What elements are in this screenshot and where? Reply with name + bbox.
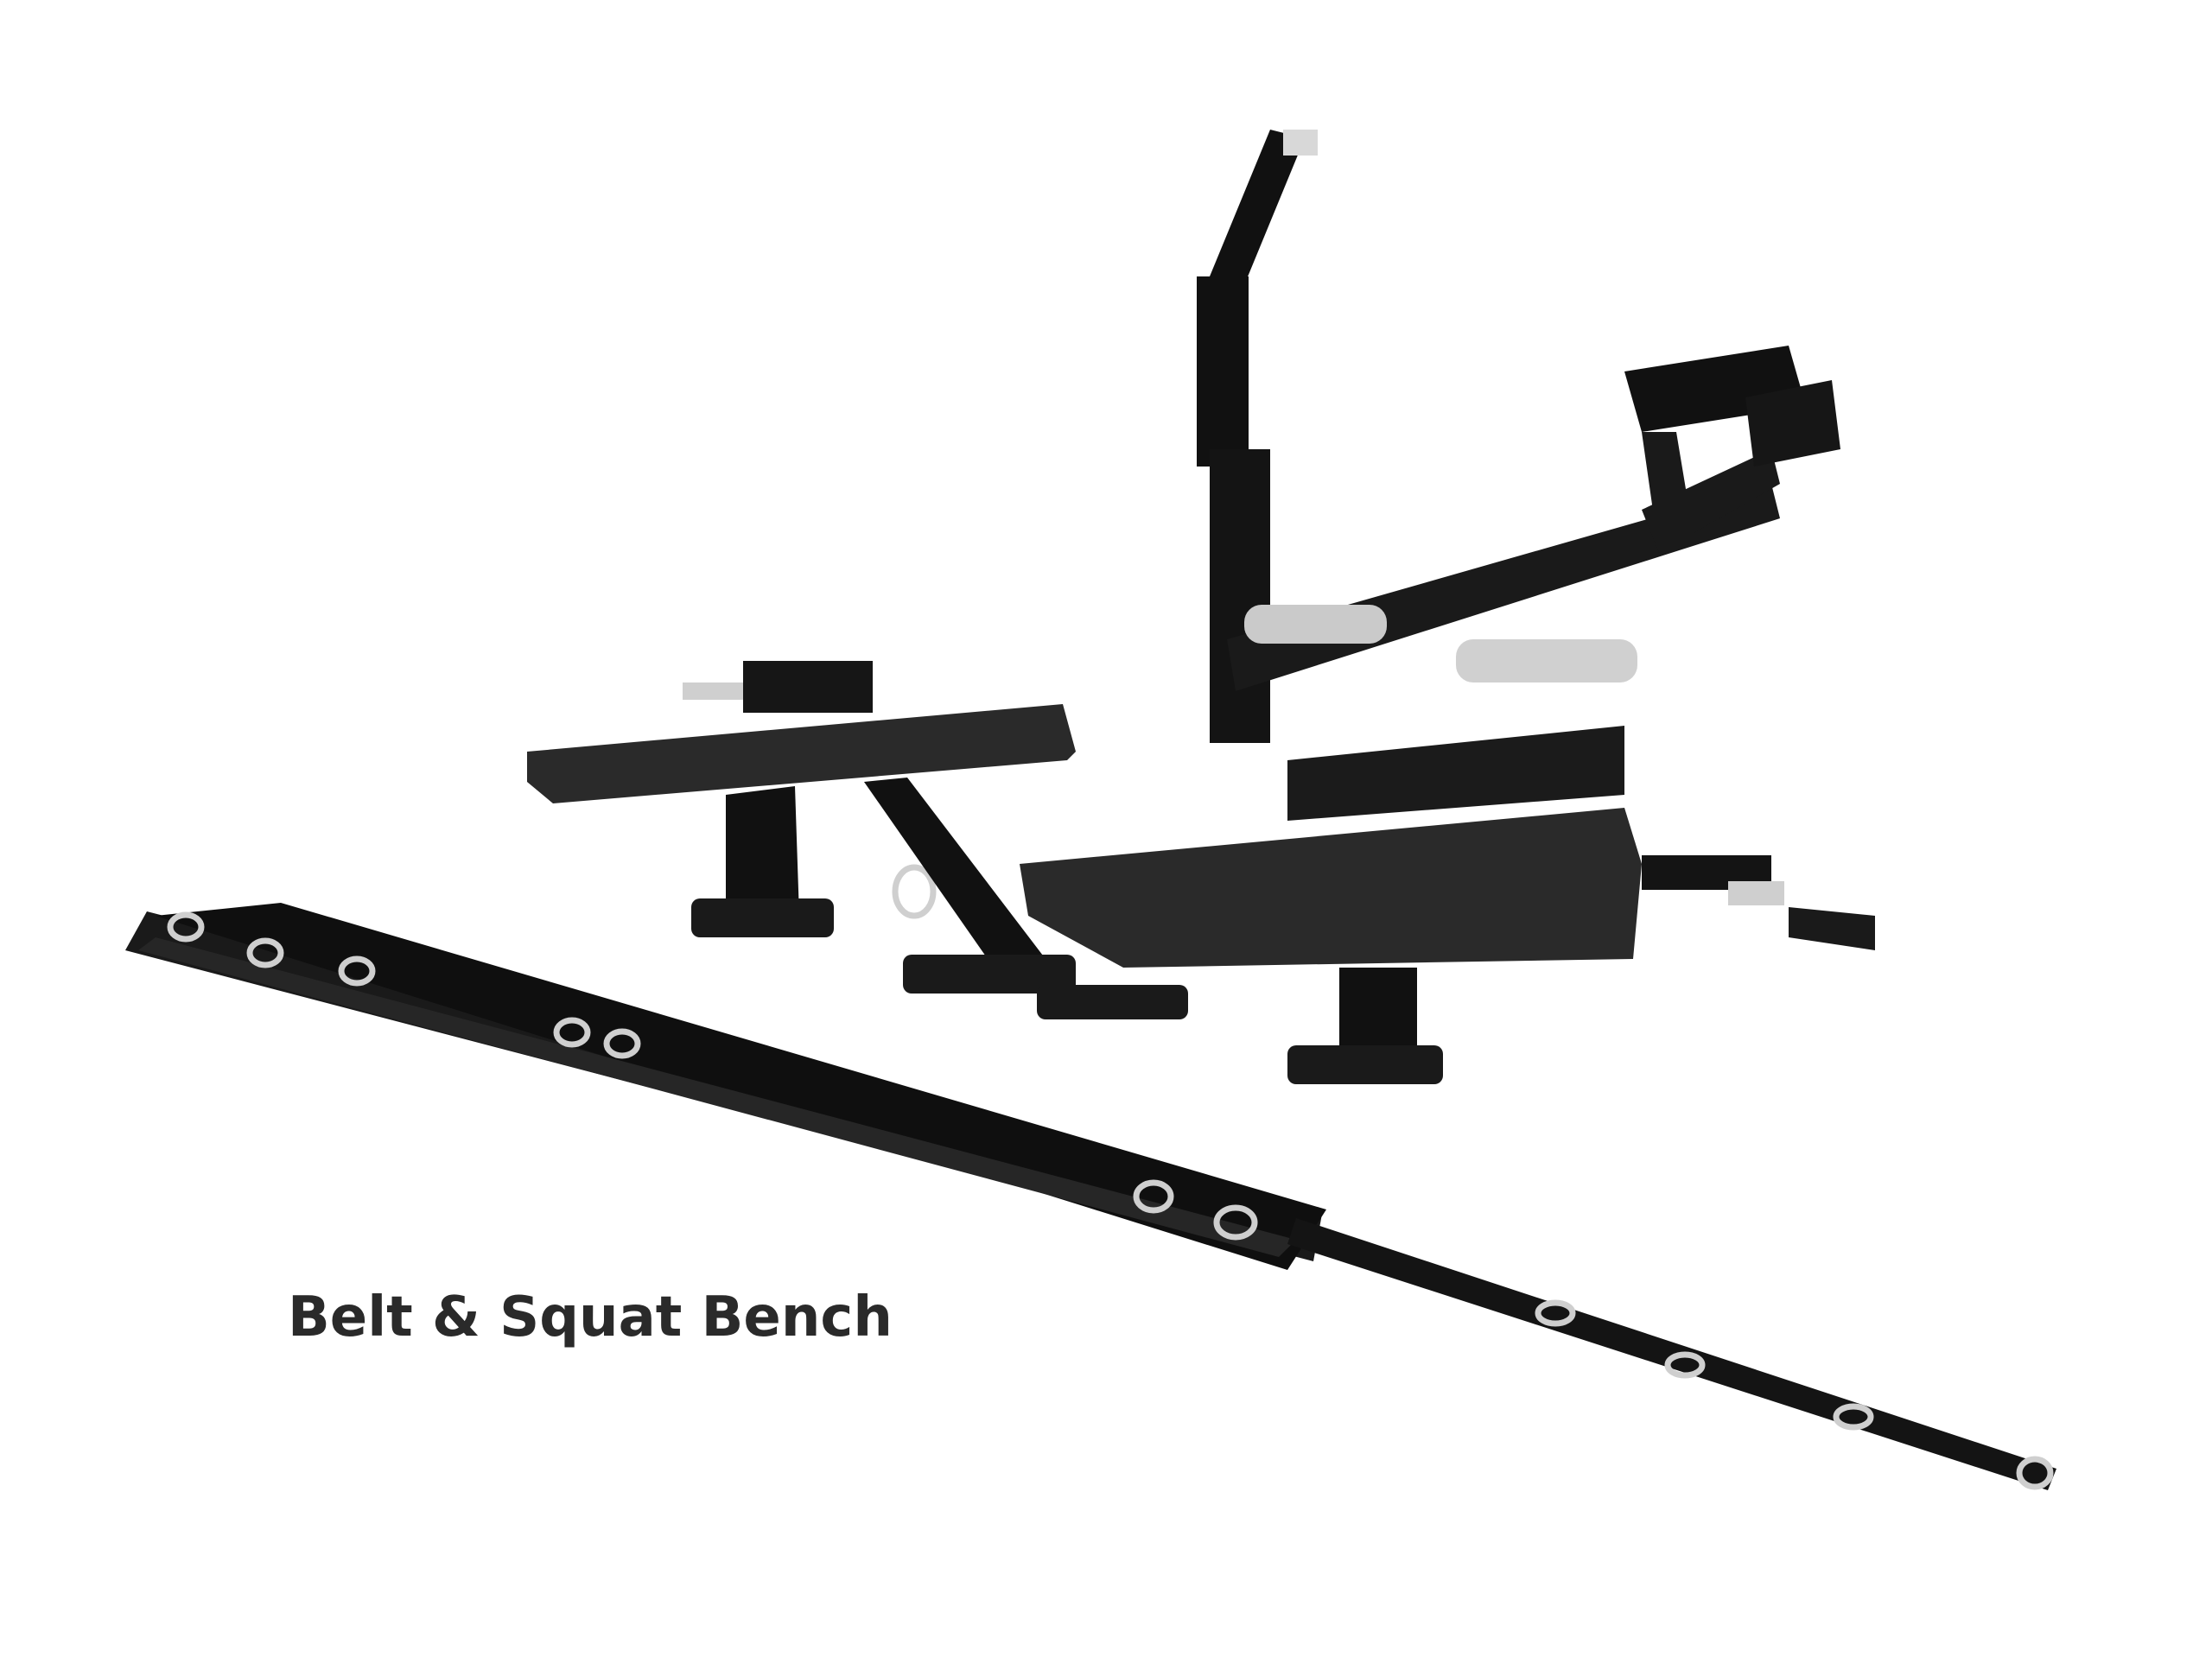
right-platform: [1020, 808, 1875, 1084]
ring-icon: [892, 864, 937, 919]
frame-with-handle: [1197, 130, 1780, 821]
belt: [125, 864, 2056, 1490]
left-platform: [527, 661, 1076, 994]
shoulder-pad-arm: [1624, 346, 1840, 553]
caption-title: Belt & Squat Bench: [288, 1286, 893, 1349]
